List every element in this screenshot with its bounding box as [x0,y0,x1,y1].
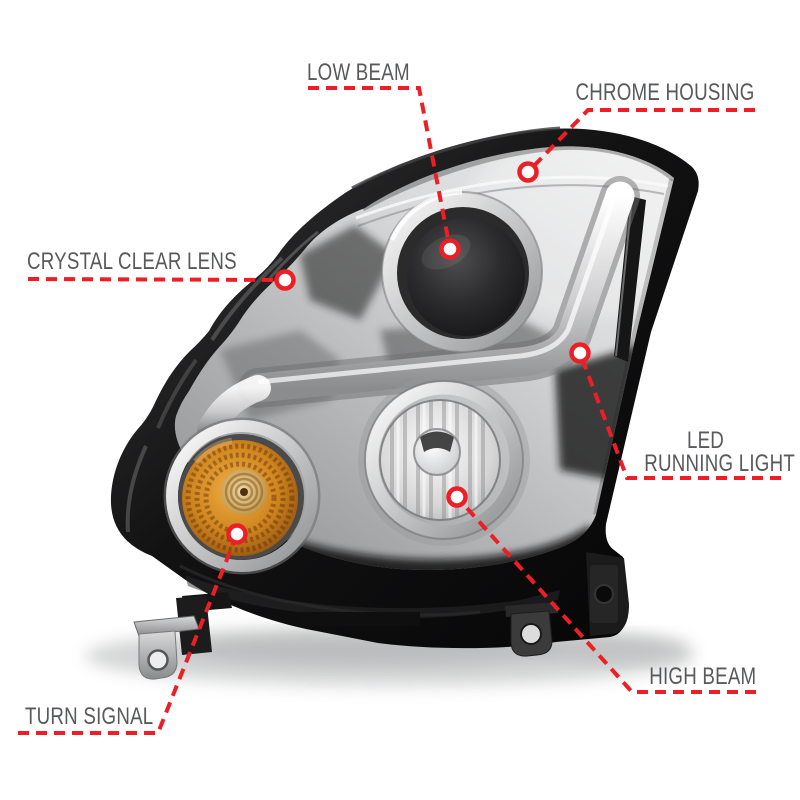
callout-label-led-line2: RUNNING LIGHT [644,450,796,477]
mounting-bracket-center [505,602,558,657]
callout-line-turn-signal [18,533,239,735]
high-beam-lamp [358,374,530,546]
callout-marker-chrome-housing [517,161,539,183]
rear-housing [586,552,629,636]
led-running-light-bar [197,176,640,443]
callout-marker-crystal-clear-lens [274,269,296,291]
callout-label-high-beam: HIGH BEAM [648,663,756,690]
callout-marker-low-beam [439,238,461,260]
callout-label-crystal-clear-lens: CRYSTAL CLEAR LENS [27,248,237,275]
callout-label-turn-signal: TURN SIGNAL [25,703,154,730]
callout-marker-high-beam [446,486,468,508]
callout-line-chrome-housing [526,108,755,174]
callout-label-low-beam: LOW BEAM [307,59,410,86]
callout-line-crystal-clear-lens [27,277,284,282]
callout-marker-turn-signal [226,523,248,545]
callout-line-led-running-light [578,352,781,480]
callout-label-chrome-housing: CHROME HOUSING [575,79,755,106]
projector-low-beam [381,189,543,353]
callout-line-low-beam [308,86,452,250]
callout-marker-led-running-light [569,342,591,364]
mounting-bracket-left [133,596,212,680]
callout-label-led-line1: LED [686,427,725,454]
callout-label-led-running-light: LED RUNNING LIGHT [644,427,796,477]
callout-line-high-beam [455,495,756,694]
